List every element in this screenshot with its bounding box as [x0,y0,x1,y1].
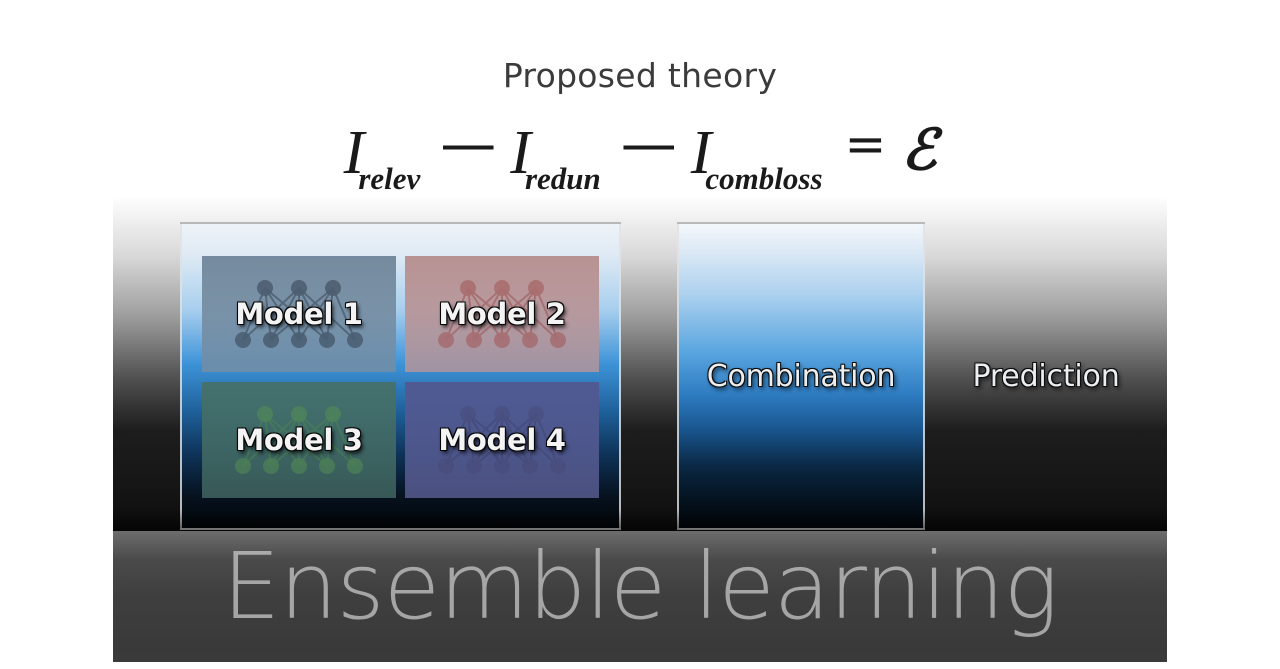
formula-symbol-i: I [510,119,531,187]
page-title: Proposed theory [502,56,778,95]
formula-term-relev: Irelev [343,118,427,200]
ensemble-learning-caption: Ensemble learning [222,533,1059,640]
model-label: Model 1 [235,297,363,331]
model-box-4[interactable]: Model 4 [405,382,599,498]
formula-subscript-combloss: combloss [705,161,823,200]
formula-term-redun: Iredun [510,118,606,200]
model-box-1[interactable]: Model 1 [202,256,396,372]
neural-network-icon [235,406,363,474]
neural-network-icon [438,406,566,474]
formula-result-epsilon: ℰ [901,117,938,183]
formula-symbol-i: I [343,119,365,187]
formula-subscript-relev: relev [358,161,421,200]
model-label: Model 2 [438,297,566,331]
formula-subscript-redun: redun [524,161,601,200]
neural-network-icon [235,280,363,348]
formula-term-combloss: Icombloss [690,118,829,200]
combination-panel[interactable]: Combination [677,222,925,530]
models-grid: Model 1 Model 2 [182,224,619,528]
neural-network-icon [438,280,566,348]
theory-formula: Irelev—Iredun—Icombloss=ℰ [0,112,1280,200]
model-label: Model 3 [235,423,363,457]
caption-band: Ensemble learning [113,531,1167,662]
model-label: Model 4 [438,423,566,457]
prediction-label: Prediction [972,358,1120,394]
formula-minus-2: — [620,112,677,177]
model-box-3[interactable]: Model 3 [202,382,396,498]
models-panel: Model 1 Model 2 [180,222,621,530]
prediction-area[interactable]: Prediction [925,222,1167,530]
model-box-2[interactable]: Model 2 [405,256,599,372]
ensemble-illustration: Model 1 Model 2 [113,196,1167,531]
formula-equals: = [844,115,887,173]
formula-symbol-i: I [690,119,712,187]
combination-label: Combination [706,358,896,394]
formula-minus-1: — [440,112,497,177]
